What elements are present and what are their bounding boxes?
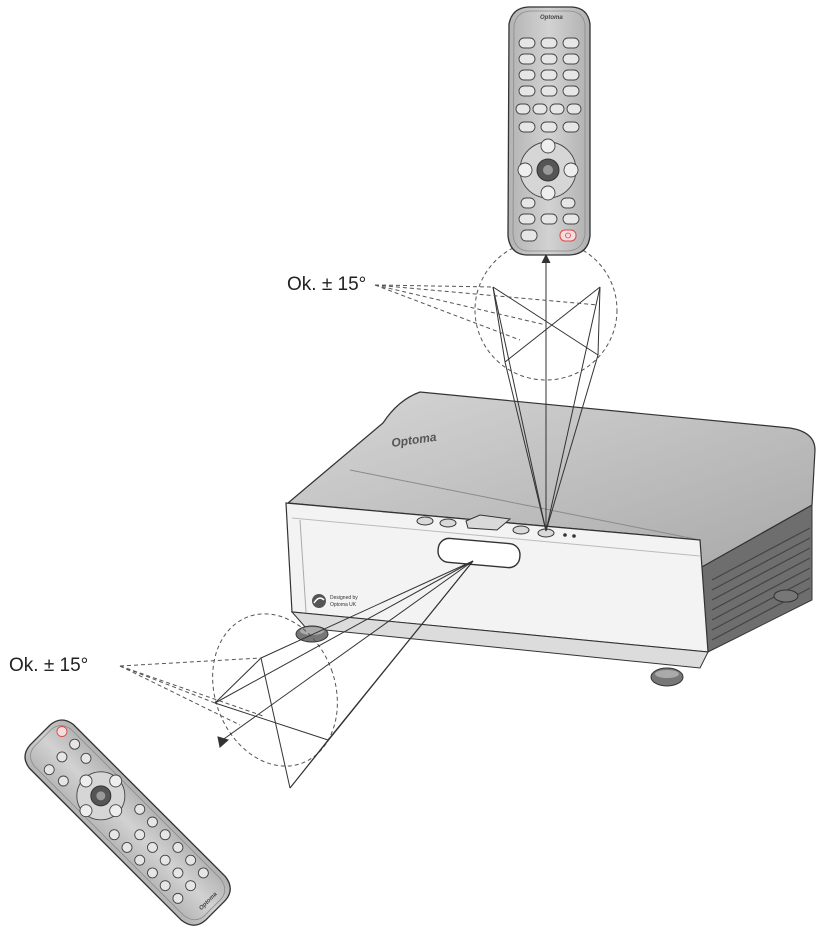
remote-button	[172, 892, 184, 904]
remote-control-bottom: Optoma	[24, 719, 231, 926]
remote-button	[518, 121, 536, 133]
remote-button	[560, 197, 576, 209]
remote-button	[197, 867, 209, 879]
remote-button	[185, 854, 197, 866]
bottom-range-circle	[212, 613, 338, 767]
remote-button	[562, 213, 580, 225]
remote-button	[518, 213, 536, 225]
remote-button	[562, 37, 580, 49]
remote-button	[134, 854, 146, 866]
remote-button	[121, 842, 133, 853]
remote-button	[147, 842, 158, 853]
remote-button	[549, 103, 565, 115]
bottom-signal-cone	[119, 560, 474, 789]
remote-button	[172, 842, 184, 853]
remote-button	[520, 229, 538, 242]
remote-dpad	[76, 771, 126, 821]
projector-foot	[773, 589, 799, 603]
remote-button	[540, 69, 558, 81]
projector-base	[290, 611, 709, 669]
remote-button	[57, 775, 69, 787]
keypad-button	[416, 516, 434, 526]
remote-power-button	[56, 726, 68, 737]
top-signal-cone	[374, 239, 618, 532]
remote-button	[540, 213, 558, 225]
dpad-left-button	[517, 162, 533, 178]
remote-button	[518, 85, 536, 97]
remote-button	[56, 751, 68, 763]
remote-button	[562, 69, 580, 81]
projector-top	[286, 391, 816, 570]
remote-button	[562, 85, 580, 97]
dpad-down-button	[540, 185, 556, 201]
led-indicator	[572, 534, 576, 538]
keypad-button	[512, 525, 530, 535]
remote-power-button	[559, 229, 577, 242]
projector-badge: Designed by Optoma UK	[312, 594, 358, 608]
remote-button	[147, 867, 158, 879]
projector-keypad	[416, 514, 555, 538]
remote-body	[24, 719, 231, 926]
remote-button	[540, 121, 558, 133]
remote-control-top: Optoma	[507, 6, 591, 256]
remote-button	[159, 854, 171, 866]
remote-button	[540, 85, 558, 97]
remote-button	[520, 197, 536, 209]
power-icon	[565, 232, 571, 239]
remote-button	[562, 53, 580, 65]
dpad-up-button	[540, 138, 556, 154]
badge-line1: Designed by	[330, 595, 358, 601]
remote-button	[69, 738, 81, 750]
projector: Optoma Designed by Optoma UK	[285, 391, 816, 687]
dpad-right-button	[563, 162, 579, 178]
led-indicator	[563, 533, 567, 537]
remote-button	[515, 103, 531, 115]
remote-button	[134, 803, 146, 815]
remote-button	[159, 880, 171, 892]
badge-line2: Optoma UK	[330, 602, 357, 608]
remote-button	[518, 37, 536, 49]
remote-button	[562, 121, 580, 133]
keypad-dpad	[465, 514, 512, 531]
remote-button	[185, 880, 197, 892]
remote-button	[518, 53, 536, 65]
bottom-angle-label: Ok. ± 15°	[9, 655, 89, 676]
remote-button	[540, 37, 558, 49]
remote-button	[172, 867, 184, 879]
remote-button	[43, 764, 55, 776]
remote-button	[108, 829, 120, 841]
projector-top-brand: Optoma	[390, 430, 437, 450]
remote-dpad	[517, 138, 579, 201]
remote-button	[540, 53, 558, 65]
remote-button	[532, 103, 548, 115]
remote-button	[134, 829, 146, 841]
ir-receiver-window	[437, 537, 521, 569]
remote-button	[80, 752, 92, 764]
remote-brand: Optoma	[540, 15, 563, 21]
remote-button	[147, 816, 158, 828]
top-angle-label: Ok. ± 15°	[287, 274, 367, 295]
remote-button	[159, 829, 171, 841]
remote-button	[518, 69, 536, 81]
badge-logo-icon	[312, 594, 326, 608]
keypad-button	[439, 518, 457, 528]
remote-button	[566, 103, 582, 115]
